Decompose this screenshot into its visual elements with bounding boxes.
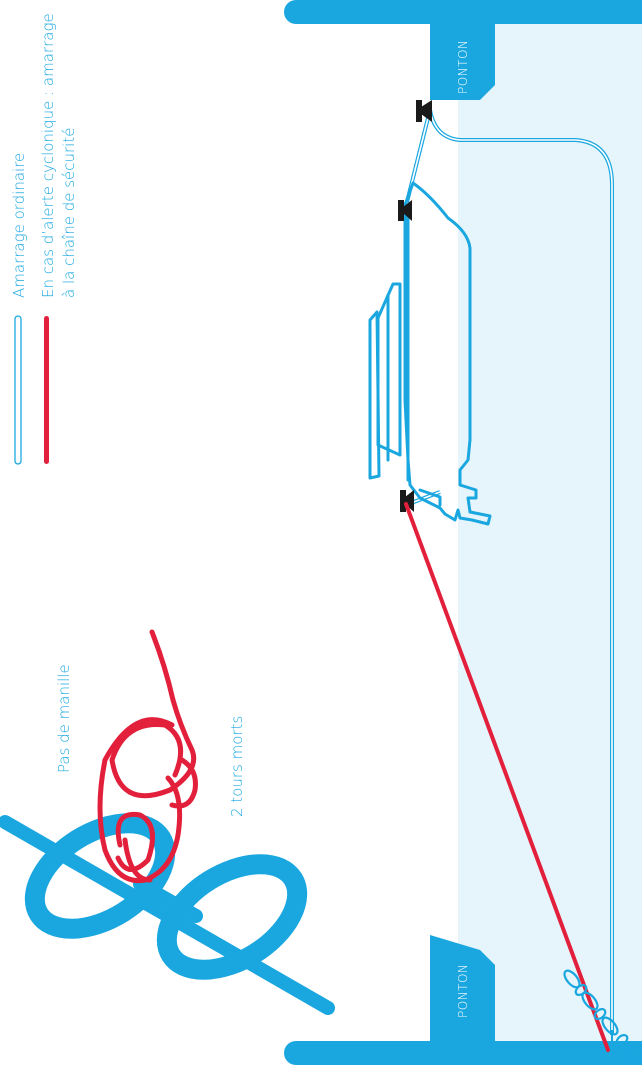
legend-label-ordinary: Amarrage ordinaire (10, 153, 28, 298)
legend-cyclone: En cas d’alerte cyclonique : amarrage à … (39, 13, 78, 464)
legend-swatch-cyclone (44, 316, 49, 464)
legend-label-cyclone-line2: à la chaîne de sécurité (60, 128, 78, 298)
legend-swatch-ordinary (14, 315, 22, 465)
cleat-top (416, 100, 432, 122)
knot-bottom-label: 2 tours morts (228, 716, 246, 817)
pontoon-bottom-finger (430, 935, 495, 1041)
knot-rope (97, 629, 198, 884)
cyclone-mooring-line (404, 502, 610, 1052)
pontoon-bottom-bar (284, 1041, 642, 1065)
cleat-bow (398, 200, 412, 221)
big-chain (0, 813, 335, 1015)
knot-top-label: Pas de manille (55, 664, 73, 773)
legend-label-cyclone-line1: En cas d’alerte cyclonique : amarrage (39, 13, 57, 298)
boat (368, 181, 492, 526)
pontoon-top-bar (284, 0, 642, 24)
pontoon-top-label: PONTON (456, 40, 470, 94)
legend-ordinary: Amarrage ordinaire (10, 153, 28, 465)
pontoon-top-finger (430, 24, 495, 100)
cleat-stern (400, 490, 414, 512)
pontoon-bottom-label: PONTON (456, 964, 470, 1018)
security-chain (563, 969, 639, 1061)
